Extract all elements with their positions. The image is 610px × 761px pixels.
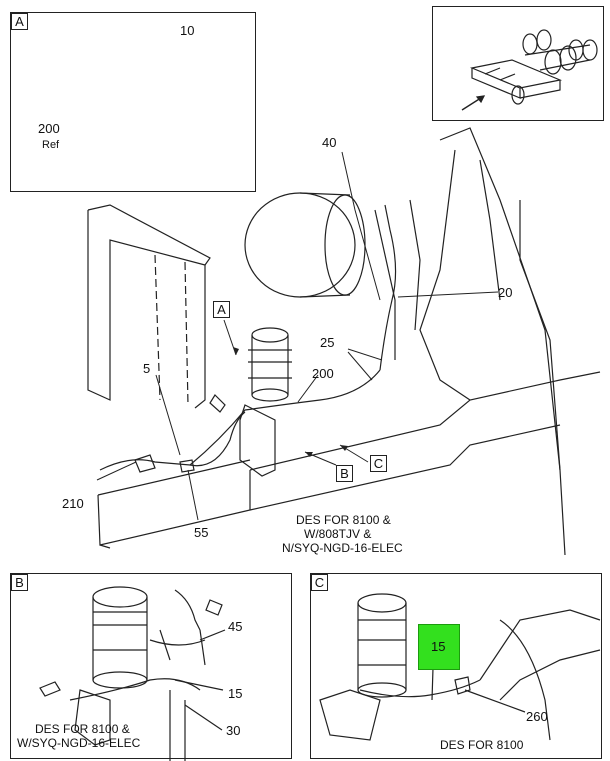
detail-panel-a <box>10 12 256 192</box>
panel-a-tag: A <box>11 13 28 30</box>
main-fender <box>419 127 566 556</box>
highlight-box[interactable]: 15 <box>418 624 460 670</box>
main-bracket-column <box>87 204 211 409</box>
callout-55: 55 <box>194 525 209 540</box>
view-b-tag[interactable]: B <box>336 465 353 482</box>
callout-20: 20 <box>498 285 513 300</box>
orientation-thumbnail <box>432 6 604 121</box>
callout-40: 40 <box>322 135 337 150</box>
panel-c-note: DES FOR 8100 <box>440 738 524 752</box>
callout-b-45: 45 <box>228 619 243 634</box>
callout-25: 25 <box>320 335 335 350</box>
truck-chassis-thumbnail <box>461 29 598 111</box>
main-filter-a <box>239 327 292 477</box>
main-note-line3: N/SYQ-NGD-16-ELEC <box>282 541 403 555</box>
callout-200-ref: 200 <box>38 121 60 136</box>
main-leaders <box>96 151 499 521</box>
detail-panel-c <box>310 573 602 759</box>
main-note-line1: DES FOR 8100 & <box>296 513 391 527</box>
callout-200: 200 <box>312 366 334 381</box>
view-c-tag[interactable]: C <box>370 455 387 472</box>
callout-ref: Ref <box>42 139 60 151</box>
detail-b-sketch <box>39 586 226 761</box>
panel-c-tag: C <box>311 574 328 591</box>
panel-b-note-line1: DES FOR 8100 & <box>35 722 130 736</box>
callout-210: 210 <box>62 496 84 511</box>
callout-c-260: 260 <box>526 709 548 724</box>
callout-10: 10 <box>180 23 195 38</box>
callout-b-15: 15 <box>228 686 243 701</box>
callout-b-30: 30 <box>226 723 241 738</box>
panel-b-tag: B <box>11 574 28 591</box>
detail-c-sketch <box>319 593 601 741</box>
callout-c-15: 15 <box>431 639 446 654</box>
detail-panel-b <box>10 573 292 759</box>
panel-b-note-line2: W/SYQ-NGD-16-ELEC <box>17 736 141 750</box>
view-a-tag[interactable]: A <box>213 301 230 318</box>
callout-5: 5 <box>143 361 151 376</box>
main-note-line2: W/808TJV & <box>304 527 372 541</box>
main-harness <box>99 204 397 473</box>
